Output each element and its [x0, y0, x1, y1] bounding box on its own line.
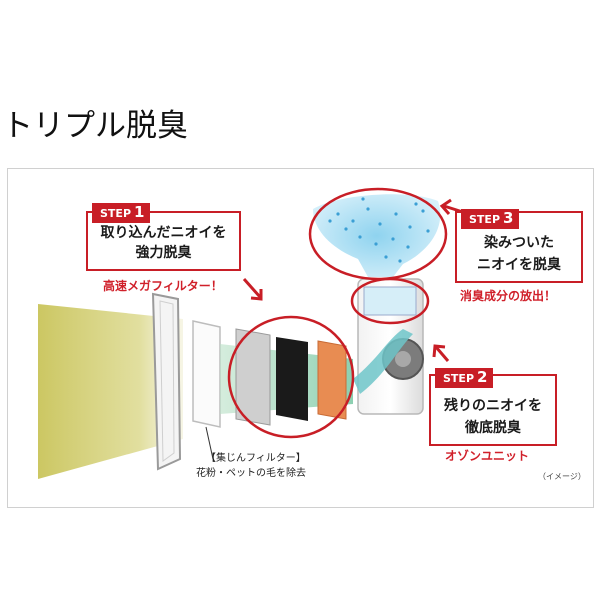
illustration-graphic: [38, 187, 467, 479]
arrow-step1: [242, 278, 263, 301]
step2-caption: オゾンユニット: [445, 449, 530, 463]
step1-caption: 高速メガフィルター！: [103, 279, 223, 293]
deodorizing-mist: [313, 194, 441, 277]
image-note: （イメージ）: [538, 472, 586, 481]
dust-filter-label: 【集じんフィルター】: [206, 453, 306, 464]
step3-caption: 消臭成分の放出！: [460, 289, 557, 303]
ozone-highlight-circle: [350, 277, 430, 325]
step2-badge-number: 2: [477, 368, 488, 386]
step1-badge-number: 1: [134, 203, 145, 221]
step3-text-line1: 染みついた: [484, 235, 554, 251]
step1-text-line1: 取り込んだニオイを: [100, 225, 227, 241]
step3-text-line2: ニオイを脱臭: [477, 257, 561, 273]
step3-badge-label: STEP: [469, 213, 501, 226]
step1-badge-label: STEP: [100, 207, 132, 220]
page-title: トリプル脱臭: [2, 108, 188, 144]
front-panel: [151, 292, 182, 471]
step3-badge-number: 3: [503, 209, 514, 227]
filter-highlight-circle: [227, 315, 355, 439]
dust-filter-graphic: [192, 320, 221, 428]
mega-filter-orange: [317, 340, 347, 420]
step2-text-line2: 徹底脱臭: [465, 420, 521, 436]
dust-filter-description: 花粉・ペットの毛を除去: [196, 468, 306, 479]
ozone-air-swirl: [353, 329, 413, 394]
arrow-step2: [432, 344, 450, 362]
step2-badge-label: STEP: [443, 372, 475, 385]
step2-text-line1: 残りのニオイを: [444, 398, 542, 414]
incoming-air-flow: [38, 304, 183, 479]
mega-filter-black: [276, 337, 308, 421]
mega-filter-grey: [235, 328, 271, 426]
step1-text-line2: 強力脱臭: [135, 245, 192, 261]
